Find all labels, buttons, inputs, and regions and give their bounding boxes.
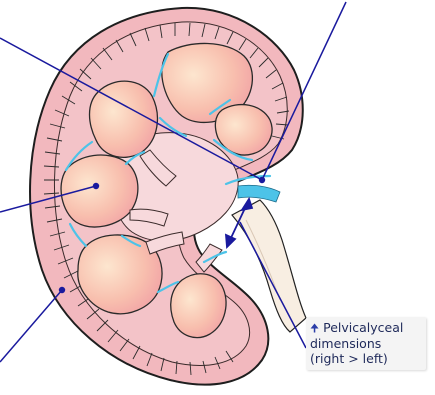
pointer-dot-cortex	[59, 287, 65, 293]
pelvicalyceal-annotation-box: 🠉 Pelvicalyceal dimensions (right > left)	[306, 317, 426, 370]
annotation-line-3: (right > left)	[310, 351, 422, 366]
pyramid-lower-right	[171, 274, 226, 338]
pointer-line-lower-left	[0, 290, 62, 362]
renal-vein-segment	[238, 185, 280, 202]
annotation-line-1: Pelvicalyceal	[323, 320, 403, 335]
pyramid-middle-left	[61, 155, 138, 227]
pointer-dot-pyramid	[93, 183, 99, 189]
up-arrow-icon: 🠉	[310, 322, 319, 335]
annotation-line-2: dimensions	[310, 336, 422, 351]
pointer-dot-hilum	[259, 177, 265, 183]
